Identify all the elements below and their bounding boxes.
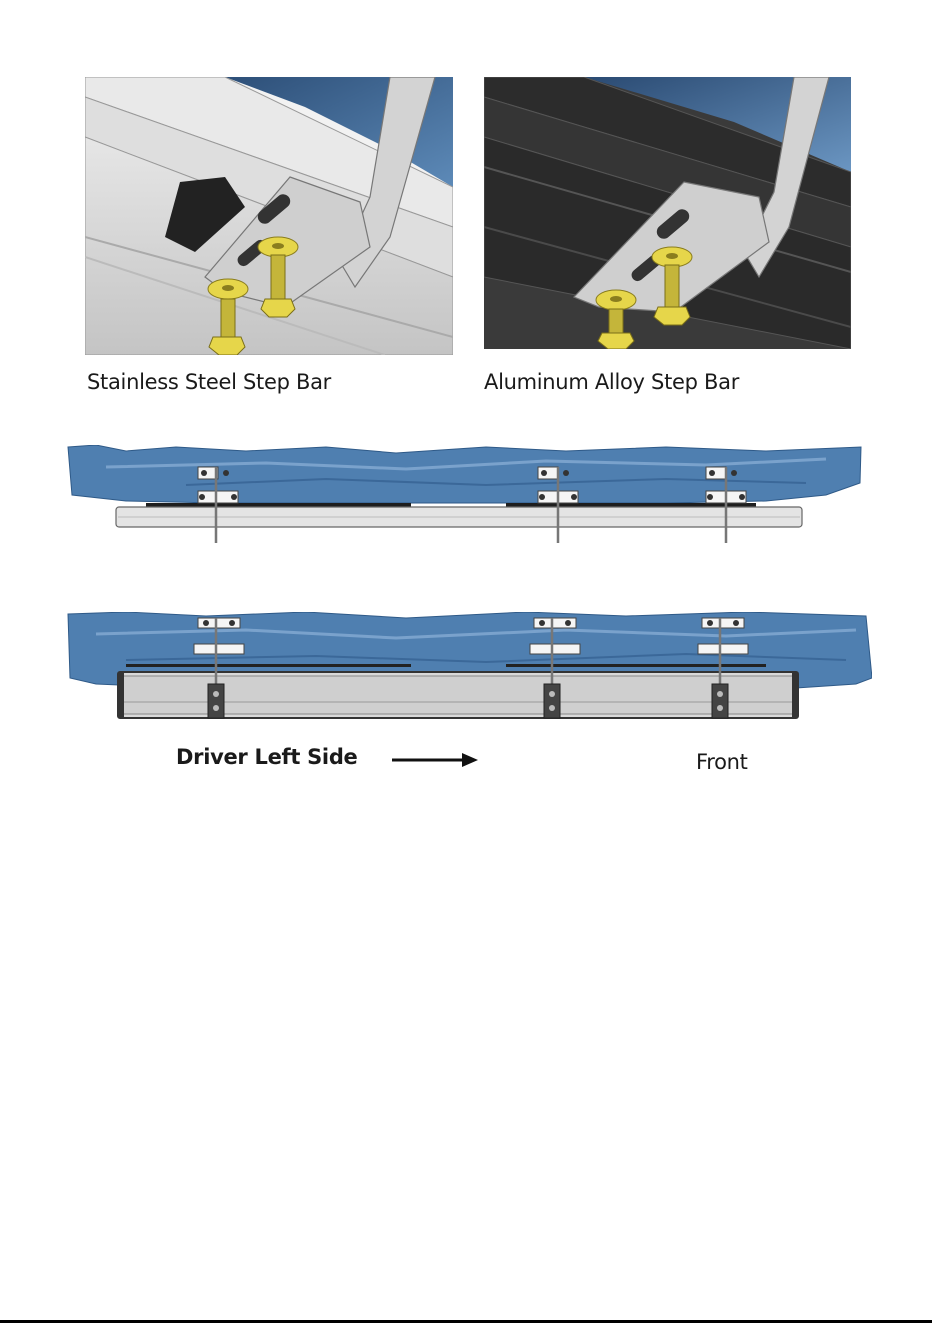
stainless-steel-illustration <box>85 77 453 355</box>
driver-left-side-label: Driver Left Side <box>176 745 358 769</box>
front-label: Front <box>696 750 748 774</box>
stainless-steel-caption: Stainless Steel Step Bar <box>87 370 331 394</box>
aluminum-alloy-caption: Aluminum Alloy Step Bar <box>484 370 739 394</box>
aluminum-alloy-illustration <box>484 77 851 349</box>
aluminum-side-view <box>66 612 872 722</box>
arrow-right-icon <box>392 750 482 770</box>
stainless-side-view <box>66 445 862 545</box>
